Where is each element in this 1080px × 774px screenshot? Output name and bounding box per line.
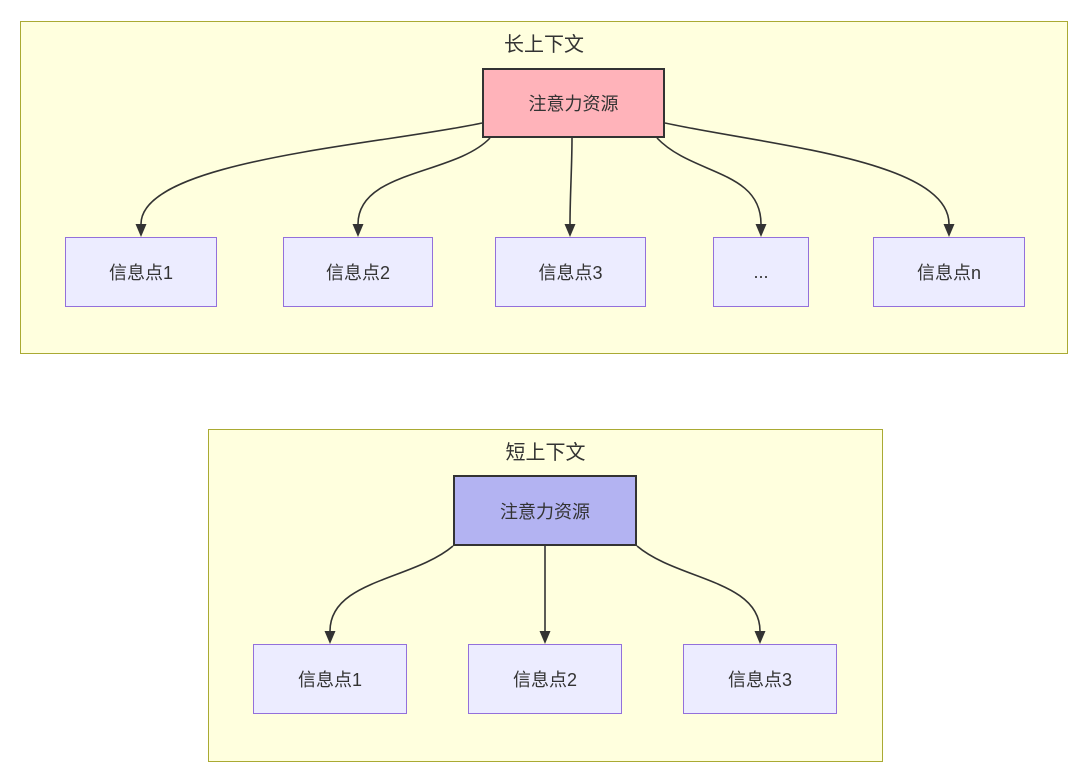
node-info-point-3-long: 信息点3 (495, 237, 646, 307)
node-info-point-1-long-label: 信息点1 (108, 263, 173, 283)
node-attention-resource-short-label: 注意力资源 (500, 501, 590, 522)
node-info-point-2-long: 信息点2 (283, 237, 433, 307)
subgraph-short-title: 短上下文 (505, 442, 586, 464)
node-info-point-ellipsis-long-label: ... (753, 261, 769, 282)
node-info-point-n-long-label: 信息点n (916, 263, 981, 283)
node-info-point-3-long-label: 信息点3 (538, 263, 603, 283)
node-attention-resource-long: 注意力资源 (482, 68, 665, 138)
node-attention-resource-short: 注意力资源 (453, 475, 637, 546)
subgraph-long-title: 长上下文 (504, 34, 584, 56)
node-info-point-3-short-label: 信息点3 (727, 670, 792, 690)
node-info-point-1-short: 信息点1 (253, 644, 407, 714)
node-info-point-2-short-label: 信息点2 (512, 670, 577, 690)
node-info-point-2-short: 信息点2 (468, 644, 622, 714)
node-info-point-ellipsis-long: ... (713, 237, 809, 307)
node-info-point-1-long: 信息点1 (65, 237, 217, 307)
node-info-point-n-long: 信息点n (873, 237, 1025, 307)
node-info-point-1-short-label: 信息点1 (297, 670, 362, 690)
node-attention-resource-long-label: 注意力资源 (528, 94, 619, 114)
node-info-point-3-short: 信息点3 (683, 644, 837, 714)
node-info-point-2-long-label: 信息点2 (325, 263, 390, 283)
